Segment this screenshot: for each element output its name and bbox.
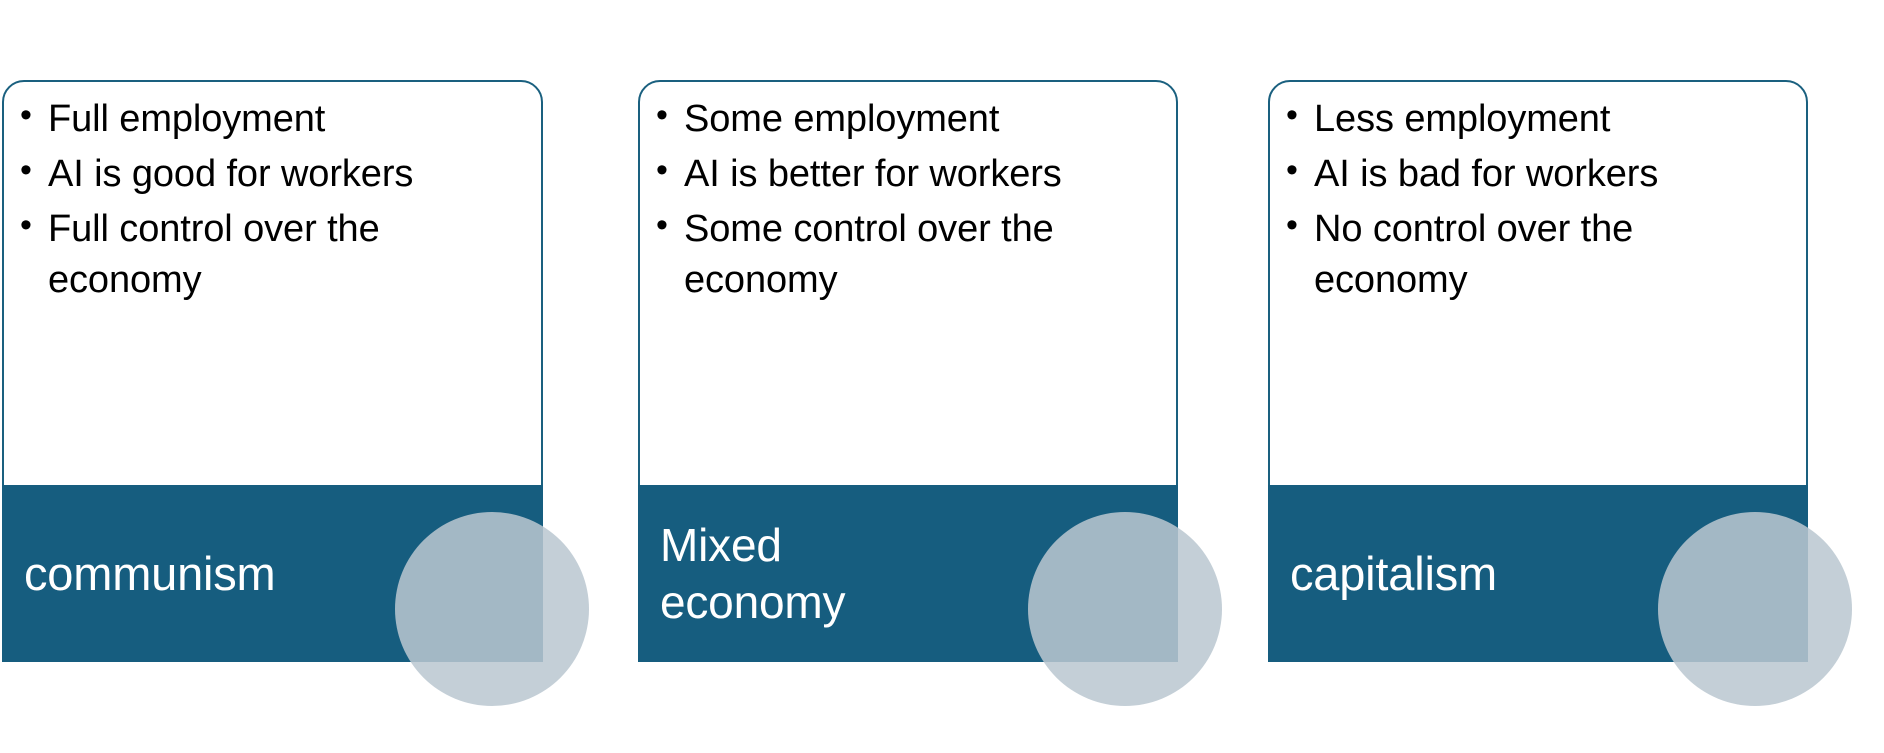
list-item: AI is bad for workers xyxy=(1286,148,1790,200)
card-title-communism: communism xyxy=(24,546,276,600)
concept-card-mixed-economy[interactable]: Some employment AI is better for workers… xyxy=(638,80,1178,662)
card-bullet-list: Less employment AI is bad for workers No… xyxy=(1268,80,1808,310)
list-item: Less employment xyxy=(1286,93,1790,145)
card-footer-band: Mixed economy xyxy=(638,485,1178,662)
list-item: Some employment xyxy=(656,93,1160,145)
concept-card-communism[interactable]: Full employment AI is good for workers F… xyxy=(2,80,543,662)
card-bullet-list: Some employment AI is better for workers… xyxy=(638,80,1178,310)
list-item: Full control over the economy xyxy=(20,203,525,306)
list-item: AI is good for workers xyxy=(20,148,525,200)
list-item: Some control over the economy xyxy=(656,203,1160,306)
list-item: Full employment xyxy=(20,93,525,145)
card-title-capitalism: capitalism xyxy=(1290,546,1497,600)
concept-card-capitalism[interactable]: Less employment AI is bad for workers No… xyxy=(1268,80,1808,662)
card-footer-band: capitalism xyxy=(1268,485,1808,662)
list-item: No control over the economy xyxy=(1286,203,1790,306)
card-footer-band: communism xyxy=(2,485,543,662)
card-title-mixed-economy: Mixed economy xyxy=(660,518,846,628)
list-item: AI is better for workers xyxy=(656,148,1160,200)
card-bullet-list: Full employment AI is good for workers F… xyxy=(2,80,543,310)
